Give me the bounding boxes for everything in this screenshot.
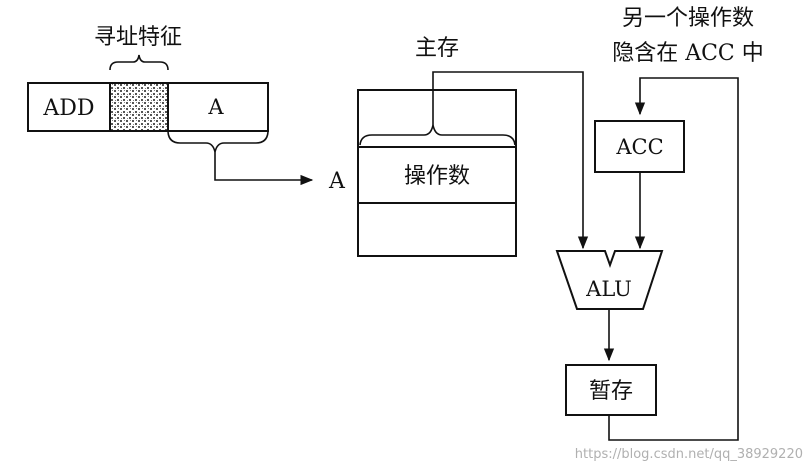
temp-register	[565, 364, 657, 416]
note-line2: 隐含在 ACC 中	[612, 41, 764, 66]
main-memory: 操作数	[357, 89, 517, 257]
temp-label: 暂存	[589, 379, 633, 404]
operand-cell-label: 操作数	[404, 164, 470, 189]
memory-title: 主存	[415, 36, 459, 61]
acc-label: ACC	[615, 135, 663, 159]
address-arrow	[214, 152, 314, 186]
alu-shape	[555, 250, 664, 310]
addressing-mode-field	[109, 82, 169, 132]
address-field-brace	[167, 131, 269, 153]
opcode-label: ADD	[42, 96, 94, 121]
addressing-mode-brace	[109, 54, 169, 71]
alu: ALU	[555, 250, 664, 310]
watermark: https://blog.csdn.net/qq_38929220	[575, 447, 803, 462]
memory-block	[357, 89, 517, 257]
operand-to-alu-wire	[432, 71, 589, 250]
alu-label: ALU	[585, 277, 632, 301]
note-line1: 另一个操作数	[622, 6, 754, 31]
addressing-mode-label: 寻址特征	[94, 25, 182, 50]
temp-to-acc-feedback-wire	[608, 77, 739, 441]
address-field-label: A	[207, 95, 224, 119]
opcode-field	[27, 82, 111, 132]
instruction-word: ADD A	[27, 82, 269, 132]
memory-address-label: A	[328, 169, 346, 194]
address-field	[167, 82, 269, 132]
